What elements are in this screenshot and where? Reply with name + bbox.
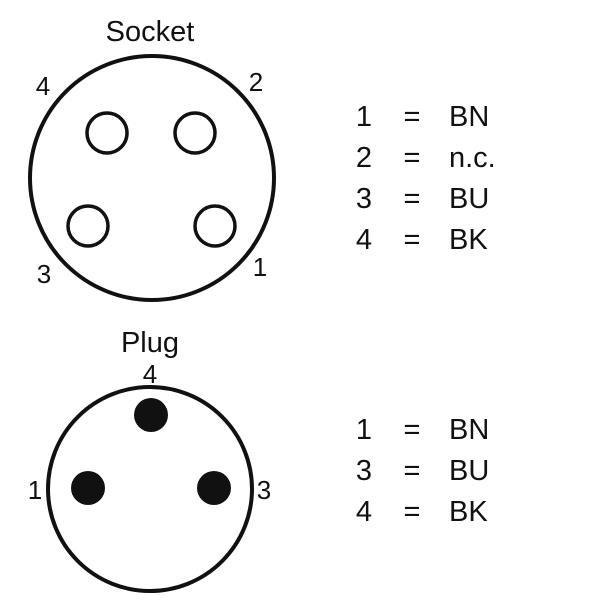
socket-pin-label-2: 2 xyxy=(249,67,263,97)
legend-color: BU xyxy=(449,455,489,487)
plug-pin-3 xyxy=(197,471,231,505)
legend-pin: 2 xyxy=(356,142,372,174)
plug-outline xyxy=(46,385,254,593)
legend-color: BK xyxy=(449,496,488,528)
legend-pin: 3 xyxy=(356,455,372,487)
legend-equals: = xyxy=(404,183,421,215)
socket-outline xyxy=(28,54,276,302)
socket-pin-4-hole xyxy=(85,111,129,155)
plug-title: Plug xyxy=(121,327,179,359)
plug-legend: 1 = BN 3 = BU 4 = BK xyxy=(356,414,489,528)
socket-pin-label-1: 1 xyxy=(253,252,267,282)
plug-legend-row: 1 = BN xyxy=(356,414,489,446)
legend-pin: 4 xyxy=(356,224,372,256)
socket-pin-1-hole xyxy=(193,204,237,248)
socket-pin-3-hole xyxy=(66,204,110,248)
socket-pin-2-hole xyxy=(173,111,217,155)
socket-legend-row: 2 = n.c. xyxy=(356,142,496,174)
socket-title: Socket xyxy=(106,16,195,48)
legend-color: BU xyxy=(449,183,489,215)
legend-pin: 4 xyxy=(356,496,372,528)
legend-equals: = xyxy=(404,101,421,133)
legend-pin: 3 xyxy=(356,183,372,215)
socket-pin-label-3: 3 xyxy=(37,259,51,289)
plug-legend-row: 3 = BU xyxy=(356,455,489,487)
plug-pin-1 xyxy=(71,471,105,505)
plug-legend-row: 4 = BK xyxy=(356,496,488,528)
legend-color: BN xyxy=(449,101,489,133)
plug-pin-4 xyxy=(134,398,168,432)
socket-legend-row: 3 = BU xyxy=(356,183,489,215)
plug-pin-label-1: 1 xyxy=(28,475,42,505)
socket-section: Socket 4 2 3 1 xyxy=(28,16,276,302)
legend-equals: = xyxy=(404,496,421,528)
legend-color: BK xyxy=(449,224,488,256)
legend-equals: = xyxy=(404,224,421,256)
legend-color: BN xyxy=(449,414,489,446)
legend-equals: = xyxy=(404,142,421,174)
socket-pin-label-4: 4 xyxy=(36,71,50,101)
legend-equals: = xyxy=(404,455,421,487)
plug-pin-label-4: 4 xyxy=(143,359,157,389)
socket-legend-row: 4 = BK xyxy=(356,224,488,256)
socket-legend-row: 1 = BN xyxy=(356,101,489,133)
plug-pin-label-3: 3 xyxy=(257,475,271,505)
plug-section: Plug 4 1 3 xyxy=(28,327,271,593)
legend-equals: = xyxy=(404,414,421,446)
socket-legend: 1 = BN 2 = n.c. 3 = BU 4 = BK xyxy=(356,101,496,256)
legend-pin: 1 xyxy=(356,414,372,446)
legend-pin: 1 xyxy=(356,101,372,133)
legend-color: n.c. xyxy=(449,142,496,174)
